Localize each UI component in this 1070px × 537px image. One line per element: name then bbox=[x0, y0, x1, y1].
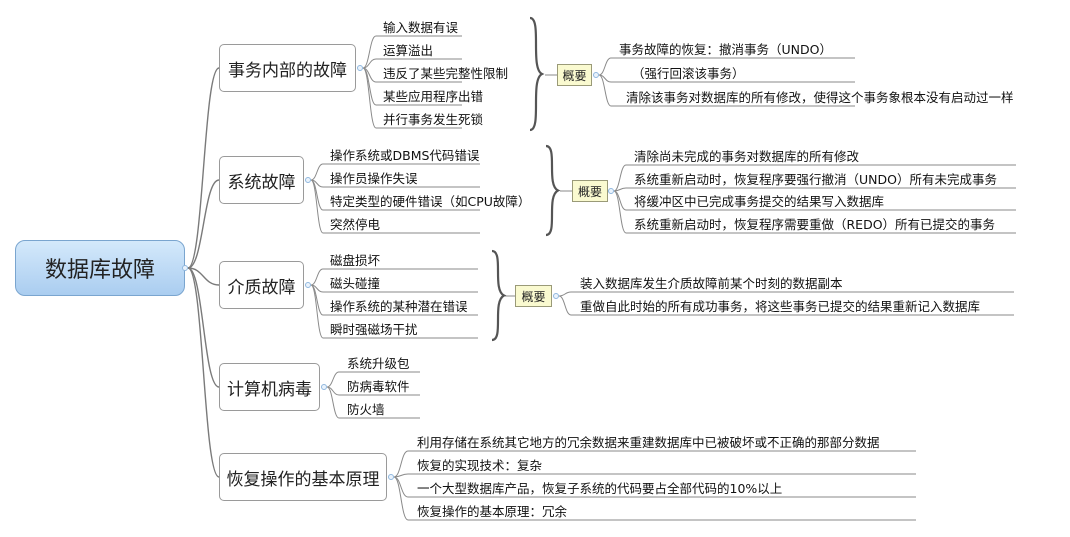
summary-item: 系统重新启动时，恢复程序要强行撤消（UNDO）所有未完成事务 bbox=[634, 172, 997, 187]
root-label: 数据库故障 bbox=[44, 258, 155, 283]
connector-line bbox=[310, 163, 324, 181]
summary-tag[interactable]: 概要 bbox=[557, 64, 592, 86]
connector-line bbox=[362, 58, 377, 69]
connector-line bbox=[187, 179, 220, 269]
leaf-item: 瞬时强磁场干扰 bbox=[330, 322, 418, 337]
leaf-item: 运算溢出 bbox=[383, 43, 434, 58]
summary-item: 系统重新启动时，恢复程序需要重做（REDO）所有已提交的事务 bbox=[634, 217, 996, 232]
connector-line bbox=[393, 476, 409, 521]
collapse-dot-icon[interactable] bbox=[305, 282, 311, 288]
collapse-dot-icon[interactable] bbox=[182, 265, 188, 271]
connector-line bbox=[529, 16, 545, 132]
leaf-item: 突然停电 bbox=[330, 217, 381, 232]
connector-line bbox=[310, 268, 324, 286]
summary-item: 重做自此时始的所有成功事务，将这些事务已提交的结果重新记入数据库 bbox=[580, 299, 981, 314]
summary-tag[interactable]: 概要 bbox=[572, 180, 608, 202]
connector-line bbox=[326, 371, 340, 388]
connector-line bbox=[310, 179, 324, 234]
connector-line bbox=[598, 57, 612, 76]
branch-label: 恢复操作的基本原理 bbox=[226, 469, 380, 490]
leaf-item: 某些应用程序出错 bbox=[383, 89, 484, 104]
connector-line bbox=[187, 267, 220, 286]
connector-line bbox=[545, 144, 561, 237]
summary-item: 事务故障的恢复：撤消事务（UNDO） bbox=[619, 42, 832, 57]
collapse-dot-icon[interactable] bbox=[593, 72, 599, 78]
connector-line bbox=[598, 74, 612, 107]
leaf-item: 操作系统或DBMS代码错误 bbox=[330, 148, 480, 163]
branch-label: 介质故障 bbox=[227, 277, 296, 298]
connector-line bbox=[613, 190, 627, 234]
branch-transaction-failure[interactable]: 事务内部的故障 bbox=[219, 44, 356, 92]
connector-line bbox=[362, 35, 377, 69]
connector-line bbox=[187, 267, 220, 388]
connector-line bbox=[326, 386, 340, 419]
connector-line bbox=[491, 249, 507, 342]
collapse-dot-icon[interactable] bbox=[305, 177, 311, 183]
collapse-dot-icon[interactable] bbox=[357, 65, 363, 71]
connector-line bbox=[558, 295, 572, 316]
connector-line bbox=[558, 291, 572, 297]
collapse-dot-icon[interactable] bbox=[388, 474, 394, 480]
leaf-item: 磁头碰撞 bbox=[330, 276, 381, 291]
leaf-item: 违反了某些完整性限制 bbox=[383, 66, 509, 81]
leaf-item: 系统升级包 bbox=[347, 356, 410, 371]
leaf-item: 操作员操作失误 bbox=[330, 171, 418, 186]
leaf-item: 并行事务发生死锁 bbox=[383, 112, 484, 127]
branch-media-failure[interactable]: 介质故障 bbox=[219, 261, 304, 309]
branch-label: 计算机病毒 bbox=[227, 379, 312, 400]
connector-line bbox=[310, 284, 324, 339]
collapse-dot-icon[interactable] bbox=[553, 293, 559, 299]
summary-item: 清除尚未完成的事务对数据库的所有修改 bbox=[634, 149, 860, 164]
branch-label: 系统故障 bbox=[227, 172, 296, 193]
leaf-item: 输入数据有误 bbox=[383, 20, 459, 35]
leaf-item: 磁盘损坏 bbox=[330, 253, 381, 268]
summary-item: 将缓冲区中已完成事务提交的结果写入数据库 bbox=[634, 194, 885, 209]
collapse-dot-icon[interactable] bbox=[608, 188, 614, 194]
branch-system-failure[interactable]: 系统故障 bbox=[219, 156, 304, 204]
leaf-item: 防火墙 bbox=[347, 402, 385, 417]
summary-item: （强行回滚该事务） bbox=[632, 66, 745, 81]
connector-line bbox=[613, 164, 627, 192]
leaf-item: 防病毒软件 bbox=[347, 379, 410, 394]
connector-line bbox=[187, 67, 220, 269]
leaf-item: 利用存储在系统其它地方的冗余数据来重建数据库中已被破坏或不正确的那部分数据 bbox=[417, 435, 880, 450]
branch-label: 事务内部的故障 bbox=[228, 60, 347, 81]
summary-item: 清除该事务对数据库的所有修改，使得这个事务象根本没有启动过一样 bbox=[626, 90, 1014, 105]
leaf-item: 操作系统的某种潜在错误 bbox=[330, 299, 468, 314]
connector-line bbox=[187, 267, 220, 478]
collapse-dot-icon[interactable] bbox=[321, 384, 327, 390]
leaf-item: 恢复的实现技术：复杂 bbox=[417, 458, 543, 473]
branch-computer-virus[interactable]: 计算机病毒 bbox=[219, 363, 320, 411]
leaf-item: 特定类型的硬件错误（如CPU故障） bbox=[330, 194, 531, 209]
connector-line bbox=[362, 67, 377, 129]
branch-recovery-principles[interactable]: 恢复操作的基本原理 bbox=[219, 453, 387, 501]
summary-tag[interactable]: 概要 bbox=[515, 285, 552, 307]
leaf-item: 一个大型数据库产品，恢复子系统的代码要占全部代码的10%以上 bbox=[417, 481, 783, 496]
leaf-item: 恢复操作的基本原理：冗余 bbox=[417, 504, 568, 519]
connector-line bbox=[393, 476, 409, 498]
connector-line bbox=[393, 450, 409, 478]
root-node[interactable]: 数据库故障 bbox=[15, 240, 185, 296]
summary-item: 装入数据库发生介质故障前某个时刻的数据副本 bbox=[580, 276, 843, 291]
